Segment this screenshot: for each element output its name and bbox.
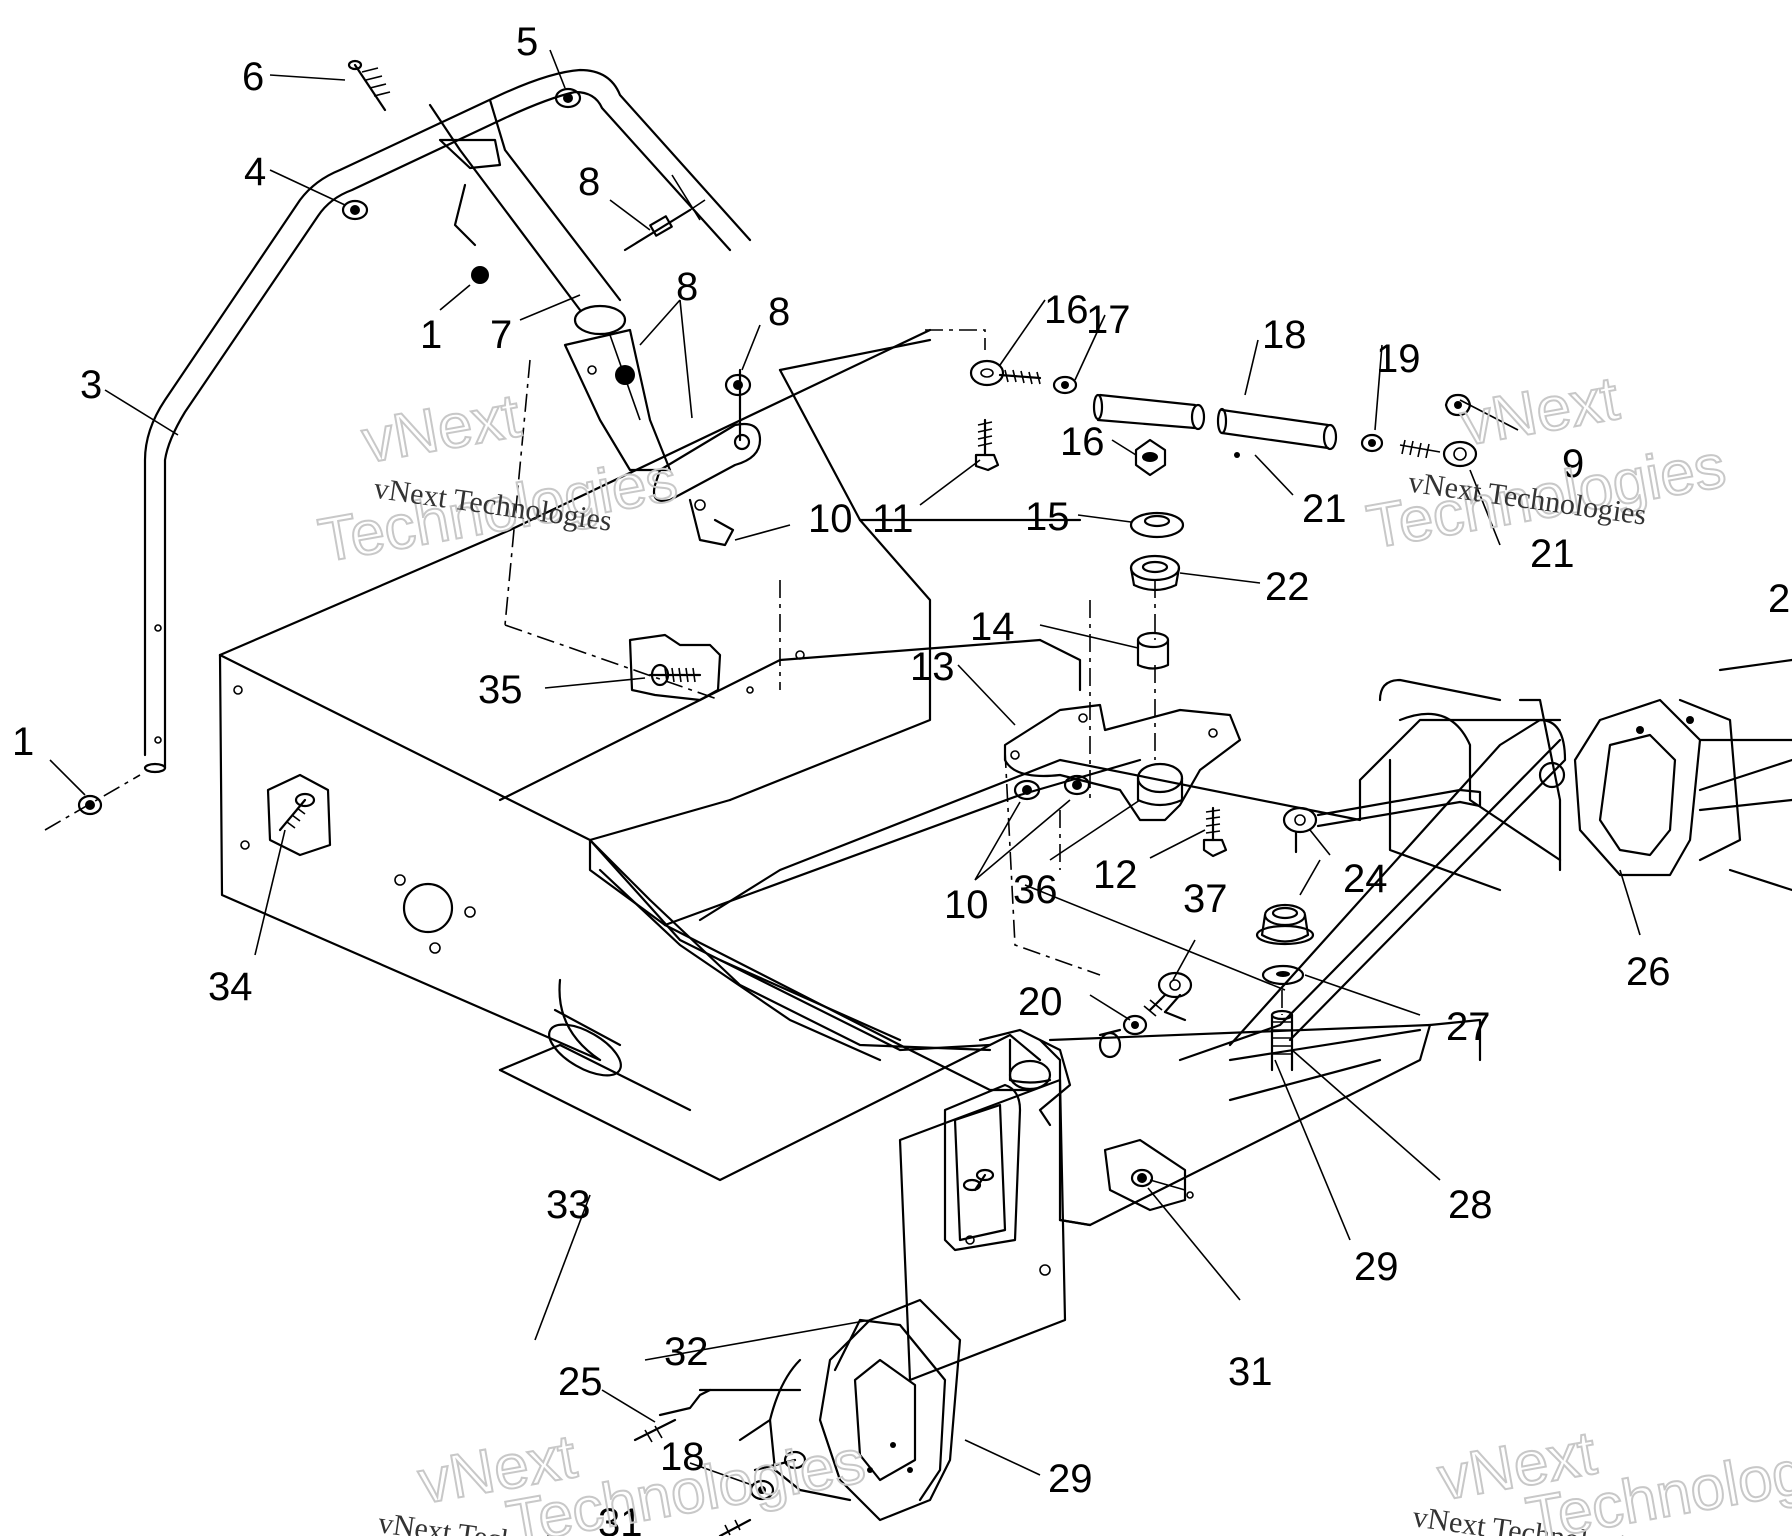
callout-10-lower: 12 [1093, 853, 1138, 897]
callout-33: 33 [546, 1183, 591, 1227]
steering-post [428, 98, 627, 336]
spindle-bolt-26 [1270, 990, 1294, 1072]
callout-16-upper: 17 [1086, 298, 1131, 342]
callout-1-upper: 1 [420, 313, 442, 357]
dashed-outline-left [504, 359, 781, 701]
callout-8-lower: 10 [944, 883, 989, 927]
tie-rod-end-lower [1282, 788, 1482, 854]
bolt-10-upper [974, 418, 1000, 472]
svg-text:vNext: vNext [357, 381, 525, 476]
bolt-10-lower [1202, 806, 1228, 858]
callout-20: 21 [1302, 487, 1347, 531]
callout-8-upper: 8 [768, 290, 790, 334]
callout-9: 10 [808, 497, 853, 541]
callout-24: 26 [1626, 950, 1671, 994]
spindle-plates [738, 1298, 962, 1522]
callout-22: 25 [558, 1360, 603, 1404]
callout-36: 36 [1013, 868, 1058, 912]
nut-8-lower-b [1063, 774, 1091, 796]
tie-rod-eye-37 [1143, 971, 1193, 1022]
callout-18-lower: 20 [1018, 980, 1063, 1024]
callout-37: 37 [1183, 877, 1228, 921]
callout-10-upper: 11 [872, 497, 914, 541]
nut-1-upper [453, 183, 489, 284]
clamp-nut-3a [341, 199, 369, 221]
callout-29-text: 29 [1048, 1457, 1093, 1501]
callout-12: 14 [970, 605, 1015, 649]
callout-18-upper: 19 [1376, 337, 1421, 381]
callout-8-right: 9 [1562, 442, 1584, 486]
callout-19: 21 [1530, 532, 1575, 576]
callout-21-upper: 22 [1265, 565, 1310, 609]
nut-16-lower [749, 1479, 775, 1501]
watermark-bottom-left: vNext vNext Technologies Technologies [376, 1421, 871, 1536]
steering-bracket [563, 328, 672, 472]
callout-25: 27 [1446, 1005, 1491, 1049]
svg-text:vNext: vNext [1456, 364, 1624, 459]
nut-1-lower [44, 774, 141, 831]
washer-25 [1261, 964, 1305, 986]
king-pin-stack [1129, 438, 1185, 760]
dashed-outline-top [925, 329, 986, 350]
clamp-nut-3b [554, 87, 582, 109]
steering-plate [1003, 600, 1242, 976]
leader-lines [49, 49, 1641, 1486]
bolt-22 [633, 1388, 802, 1443]
bushing-21-lower [1255, 903, 1315, 946]
callout-26: 28 [1448, 1183, 1493, 1227]
bracket-35 [628, 633, 754, 702]
nut-18-lower [1098, 1014, 1148, 1059]
watermark-bottom-right: vNext vNext Technologies Technologies [1411, 1418, 1792, 1536]
callout-2: 3 [80, 363, 102, 407]
callout-27: 29 [1354, 1245, 1399, 1289]
callout-4: 6 [242, 55, 264, 99]
right-frame [1178, 658, 1792, 1062]
callout-32: 32 [664, 1330, 709, 1374]
callout-6: 8 [578, 160, 600, 204]
callout-28: 31 [1228, 1350, 1273, 1394]
callout-34: 34 [208, 965, 253, 1009]
callout-11: 13 [910, 645, 955, 689]
bolt-4 [347, 59, 391, 112]
watermark-left: vNext Technologies vNext Technologies [313, 380, 683, 577]
callout-15: 16 [1044, 288, 1089, 332]
callout-7: 8 [676, 265, 698, 309]
callout-14: 16 [1060, 420, 1105, 464]
front-pivot-frame [898, 1038, 1067, 1382]
bracket-34 [266, 773, 332, 857]
callout-labels: 6 5 4 8 1 7 8 8 3 10 11 16 17 18 19 9 21… [12, 20, 1790, 1479]
callout-16-lower: 18 [660, 1435, 705, 1479]
callout-31-text: 31 [598, 1501, 643, 1536]
callout-2-edge: 2 [1768, 577, 1790, 621]
handlebar [143, 68, 752, 774]
callout-3-left: 4 [244, 150, 266, 194]
callout-1-lower: 1 [12, 720, 34, 764]
nut-8-lower-a [1013, 779, 1041, 801]
tie-rod-upper [969, 359, 1478, 468]
front-crossmember [553, 838, 992, 1062]
washer-28 [1103, 1138, 1194, 1212]
callout-13: 15 [1025, 495, 1070, 539]
bolt-31 [718, 1518, 752, 1536]
callout-5: 7 [490, 313, 512, 357]
steering-arm [652, 368, 762, 547]
bolt-6 [623, 174, 706, 252]
callout-17: 18 [1262, 313, 1307, 357]
callout-21-lower: 24 [1343, 857, 1388, 901]
callout-35: 35 [478, 668, 523, 712]
callout-3-upper: 5 [516, 20, 538, 64]
